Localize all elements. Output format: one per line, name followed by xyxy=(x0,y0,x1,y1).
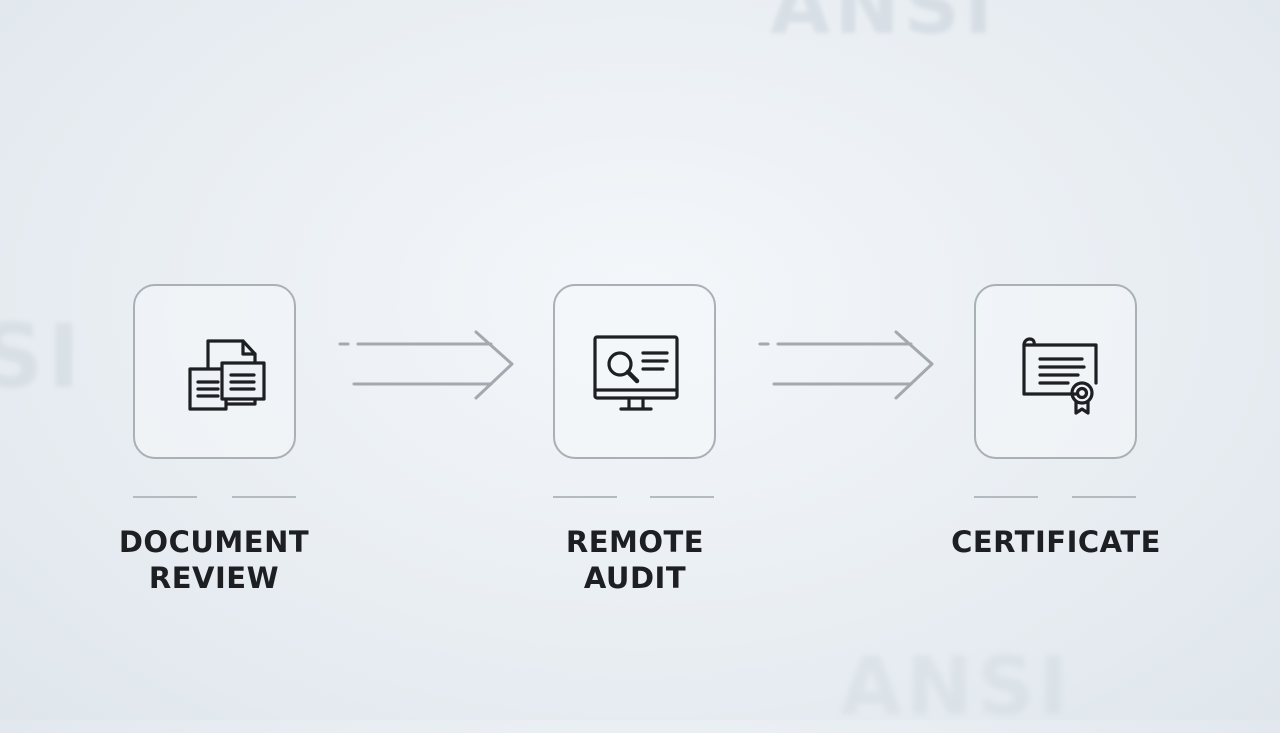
step-label-remote-audit: REMOTE AUDIT xyxy=(505,524,765,596)
step-label-line: REVIEW xyxy=(84,560,344,596)
arrow-right-1 xyxy=(336,326,521,406)
separator-dash xyxy=(553,496,617,498)
watermark-left: SI xyxy=(0,305,84,408)
arrow-right-2 xyxy=(756,326,941,406)
step-label-certificate: CERTIFICATE xyxy=(926,524,1186,560)
step-label-line: DOCUMENT xyxy=(84,524,344,560)
watermark-top: ANSI xyxy=(770,0,997,52)
separator-dash xyxy=(1072,496,1136,498)
watermark-bottom: ANSI xyxy=(840,640,1072,733)
separator-dash xyxy=(133,496,197,498)
step-remote-audit-box xyxy=(553,284,716,459)
monitor-search-icon xyxy=(575,317,695,427)
document-card-icon xyxy=(160,311,270,421)
step-label-document-review: DOCUMENT REVIEW xyxy=(84,524,344,596)
step-label-line: AUDIT xyxy=(505,560,765,596)
step-label-line: REMOTE xyxy=(505,524,765,560)
separator-dash xyxy=(974,496,1038,498)
step-certificate-box xyxy=(974,284,1137,459)
certificate-icon xyxy=(996,317,1116,427)
separator-dash xyxy=(650,496,714,498)
step-label-line: CERTIFICATE xyxy=(926,524,1186,560)
separator-dash xyxy=(232,496,296,498)
